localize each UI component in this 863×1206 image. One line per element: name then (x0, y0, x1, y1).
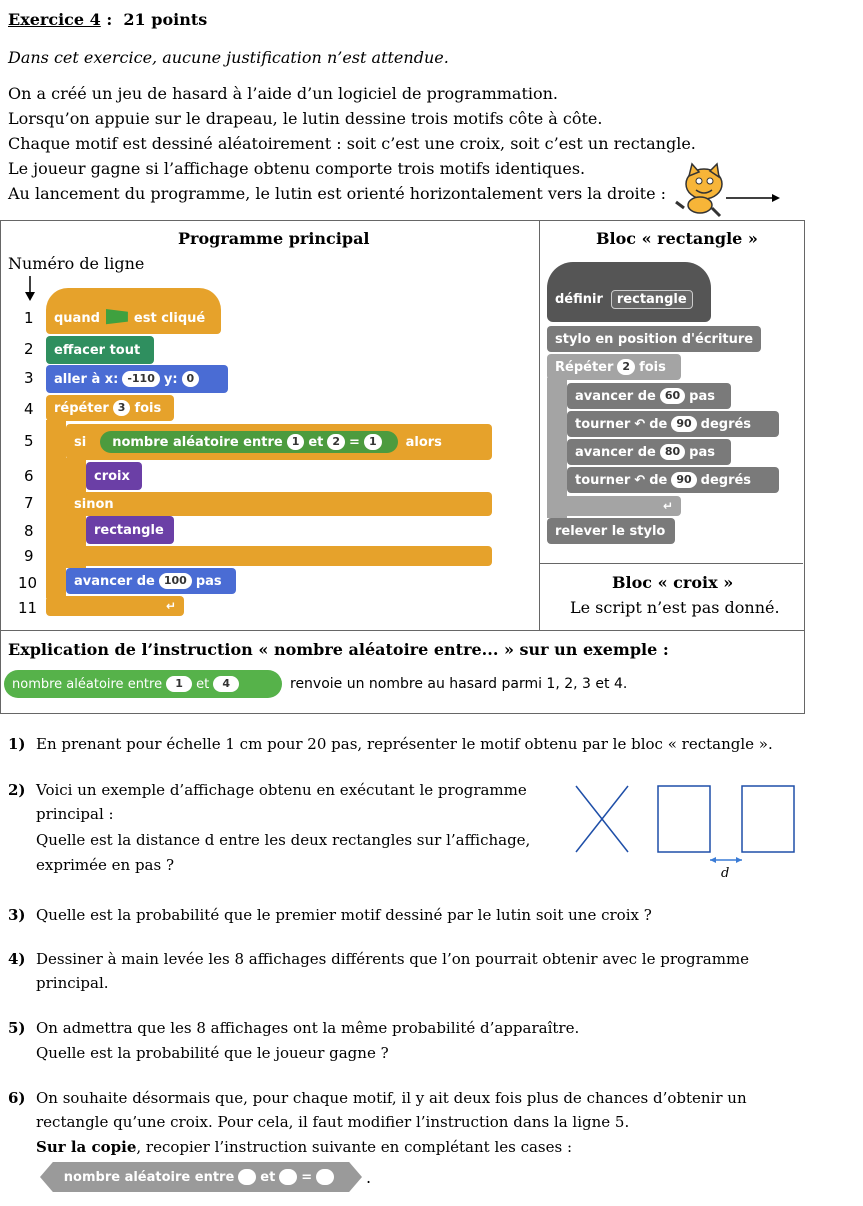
repeat-block-arm (46, 420, 66, 598)
rotate-left-icon: ↶ (634, 472, 646, 488)
question-number: 2) (8, 781, 26, 799)
line-number: 11 (18, 599, 38, 617)
explanation-heading: Explication de l’instruction « nombre al… (8, 640, 669, 659)
question-1: En prenant pour échelle 1 cm pour 20 pas… (36, 735, 773, 753)
explanation-result: renvoie un nombre au hasard parmi 1, 2, … (290, 676, 628, 692)
cross-block-note: Le script n’est pas donné. (570, 598, 780, 617)
intro-line: Lorsqu’on appuie sur le drapeau, le luti… (8, 109, 603, 128)
cross-call-block: croix (86, 462, 142, 490)
rect-block-heading: Bloc « rectangle » (596, 229, 758, 248)
sprite-cat-icon (675, 162, 780, 218)
move-block: avancer de 100 pas (66, 568, 236, 594)
question-number: 4) (8, 950, 26, 968)
clear-all-block: effacer tout (46, 336, 154, 364)
random-example-block: nombre aléatoire entre 1 et 4 (4, 670, 282, 698)
line-number: 9 (24, 547, 34, 565)
line-number-label: Numéro de ligne (8, 254, 145, 273)
blank-box (279, 1169, 298, 1185)
distance-label: d (721, 866, 730, 881)
example-display-drawing (575, 785, 795, 863)
exercise-title: Exercice 4 : 21 points (8, 10, 208, 29)
if-block: si nombre aléatoire entre 1 et 2 = 1 alo… (66, 424, 492, 460)
intro-italic: Dans cet exercice, aucune justification … (8, 48, 449, 67)
intro-line: Au lancement du programme, le lutin est … (8, 184, 667, 203)
question-3: Quelle est la probabilité que le premier… (36, 906, 652, 924)
goto-xy-block: aller à x: -110 y: 0 (46, 365, 228, 393)
divider (0, 630, 804, 631)
line-number: 4 (24, 400, 34, 418)
intro-line: Chaque motif est dessiné aléatoirement :… (8, 134, 696, 153)
rotate-left-icon: ↶ (634, 416, 646, 432)
blank-box (316, 1169, 335, 1185)
divider (539, 563, 803, 564)
rect-repeat-end: ↵ (547, 496, 681, 516)
else-block: sinon (66, 492, 492, 516)
line-number: 8 (24, 522, 34, 540)
line-number: 1 (24, 309, 34, 327)
line-number: 5 (24, 432, 34, 450)
question-number: 5) (8, 1019, 26, 1037)
green-flag-icon (105, 309, 128, 325)
question-2-line: principal : (36, 805, 114, 823)
line-number: 3 (24, 369, 34, 387)
question-5-line: On admettra que les 8 affichages ont la … (36, 1019, 580, 1037)
question-2-line: exprimée en pas ? (36, 856, 175, 874)
question-6-line: rectangle qu’une croix. Pour cela, il fa… (36, 1113, 630, 1131)
question-6-instruction: Sur la copie, recopier l’instruction sui… (36, 1138, 573, 1156)
program-frame (0, 220, 805, 714)
line-number: 6 (24, 467, 34, 485)
program-heading: Programme principal (178, 229, 370, 248)
line-number: 7 (24, 494, 34, 512)
pen-down-block: stylo en position d'écriture (547, 326, 761, 352)
repeat-block: répéter 3 fois (46, 395, 174, 421)
cross-block-heading: Bloc « croix » (612, 573, 734, 592)
repeat-block-end: ↵ (46, 596, 184, 616)
define-rectangle-block: définir rectangle (547, 262, 711, 322)
question-number: 6) (8, 1089, 26, 1107)
rect-repeat-arm (547, 378, 567, 518)
question-2-line: Quelle est la distance d entre les deux … (36, 831, 531, 849)
intro-line: Le joueur gagne si l’affichage obtenu co… (8, 159, 586, 178)
rect-repeat-block: Répéter 2 fois (547, 354, 681, 380)
question-5-line: Quelle est la probabilité que le joueur … (36, 1044, 389, 1062)
question-6-line: On souhaite désormais que, pour chaque m… (36, 1089, 747, 1107)
question-number: 3) (8, 906, 26, 924)
arrow-down-icon (25, 276, 35, 301)
divider (539, 220, 540, 630)
line-number: 2 (24, 340, 34, 358)
blank-box (238, 1169, 257, 1185)
if-block-end (66, 546, 492, 566)
random-block-to-complete: nombre aléatoire entre et = (40, 1162, 362, 1192)
final-period: . (366, 1168, 372, 1187)
question-2-line: Voici un exemple d’affichage obtenu en e… (36, 781, 527, 799)
intro-line: On a créé un jeu de hasard à l’aide d’un… (8, 84, 559, 103)
line-number: 10 (18, 574, 38, 592)
when-flag-clicked-block: quand est cliqué (46, 288, 221, 334)
question-4-line: Dessiner à main levée les 8 affichages d… (36, 950, 750, 968)
question-4-line: principal. (36, 974, 109, 992)
rectangle-call-block: rectangle (86, 516, 174, 544)
pen-up-block: relever le stylo (547, 518, 675, 544)
question-number: 1) (8, 735, 26, 753)
